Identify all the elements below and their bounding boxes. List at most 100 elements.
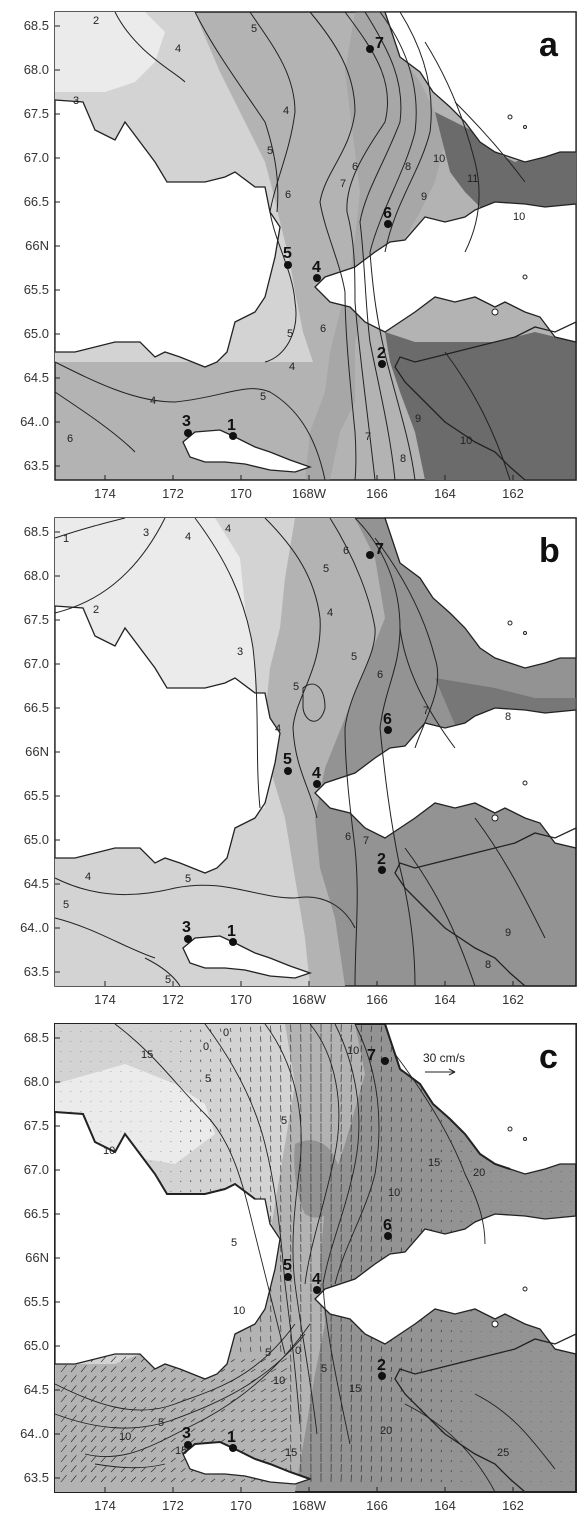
station-label: 7: [367, 1047, 376, 1064]
station-label: 5: [283, 751, 292, 768]
contour-label: 6: [320, 323, 326, 335]
lat-tick-label: 68.5: [24, 524, 49, 539]
lat-tick-label: 64.5: [24, 876, 49, 891]
lat-tick-label: 67.5: [24, 1118, 49, 1133]
contour-label: 10: [103, 1145, 115, 1157]
lon-tick-label: 174: [94, 486, 116, 501]
lat-tick-label: 67.0: [24, 656, 49, 671]
lon-tick-label: 170: [230, 486, 252, 501]
contour-label: 5: [267, 145, 273, 157]
contour-label: 5: [185, 873, 191, 885]
contour-label: 15: [349, 1383, 361, 1395]
station-marker[interactable]: [366, 45, 374, 53]
contour-label: 6: [352, 161, 358, 173]
lat-tick-label: 64.5: [24, 1382, 49, 1397]
station-label: 6: [383, 1217, 392, 1234]
lon-tick-label: 166: [366, 992, 388, 1007]
panel-label: c: [539, 1038, 558, 1076]
lat-tick-label: 66N: [25, 238, 49, 253]
station-label: 3: [182, 919, 191, 936]
station-label: 4: [312, 765, 321, 782]
contour-label: 4: [275, 723, 281, 735]
contour-label: 20: [473, 1167, 485, 1179]
lon-tick-label: 170: [230, 1498, 252, 1513]
contour-label: 5: [293, 681, 299, 693]
contour-label: 9: [421, 191, 427, 203]
contour-label: 10: [273, 1375, 285, 1387]
panel-a: 2 3 4 4 5 5 6 6 7 8 9 10 11 10 4 5 5 6 7…: [55, 12, 576, 480]
station-marker[interactable]: [284, 767, 292, 775]
lat-tick-label: 65.0: [24, 1338, 49, 1353]
contour-label: 2: [93, 604, 99, 616]
contour-label: 9: [415, 413, 421, 425]
lat-tick-label: 66N: [25, 744, 49, 759]
contour-label: 4: [150, 395, 156, 407]
contour-label: 4: [175, 43, 181, 55]
lon-tick-label: 162: [502, 1498, 524, 1513]
contour-label: 11: [467, 173, 478, 185]
contour-label: 20: [380, 1425, 392, 1437]
lat-tick-label: 64..0: [20, 920, 49, 935]
lon-tick-label: 164: [434, 486, 456, 501]
station-label: 2: [377, 345, 386, 362]
lon-tick-label: 162: [502, 992, 524, 1007]
station-marker[interactable]: [184, 1441, 192, 1449]
lat-tick-label: 68.0: [24, 568, 49, 583]
lat-tick-label: 67.0: [24, 150, 49, 165]
contour-label: 8: [405, 161, 411, 173]
contour-label: 6: [343, 545, 349, 557]
contour-label: 5: [265, 1347, 271, 1359]
contour-label: 15: [285, 1447, 297, 1459]
contour-label: 15: [141, 1049, 153, 1061]
lat-tick-label: 64..0: [20, 414, 49, 429]
contour-label: 7: [365, 431, 371, 443]
contour-label: 3: [143, 527, 149, 539]
lat-tick-label: 68.5: [24, 1030, 49, 1045]
station-label: 4: [312, 1271, 321, 1288]
station-marker[interactable]: [284, 1273, 292, 1281]
contour-label: 4: [225, 523, 231, 535]
contour-label: 6: [285, 189, 291, 201]
lat-tick-label: 68.0: [24, 62, 49, 77]
lat-tick-label: 65.5: [24, 282, 49, 297]
lat-tick-label: 64.5: [24, 370, 49, 385]
contour-label: 4: [289, 361, 295, 373]
lat-tick-label: 65.5: [24, 788, 49, 803]
station-label: 2: [377, 851, 386, 868]
lon-tick-label: 166: [366, 486, 388, 501]
contour-label: 4: [283, 105, 289, 117]
lon-tick-label: 168W: [292, 1498, 327, 1513]
contour-label: 8: [485, 959, 491, 971]
contour-label: 5: [321, 1363, 327, 1375]
contour-label: 2: [93, 15, 99, 27]
lat-tick-label: 63.5: [24, 458, 49, 473]
lat-tick-label: 66.5: [24, 194, 49, 209]
station-label: 3: [182, 1425, 191, 1442]
station-marker[interactable]: [381, 1057, 389, 1065]
station-marker[interactable]: [184, 429, 192, 437]
station-marker[interactable]: [366, 551, 374, 559]
station-label: 5: [283, 1257, 292, 1274]
station-marker[interactable]: [284, 261, 292, 269]
lat-tick-label: 65.0: [24, 832, 49, 847]
contour-label: 5: [351, 651, 357, 663]
contour-label: 8: [400, 453, 406, 465]
lat-tick-label: 66N: [25, 1250, 49, 1265]
contour-label: 5: [281, 1115, 287, 1127]
station-marker[interactable]: [184, 935, 192, 943]
lon-tick-label: 172: [162, 1498, 184, 1513]
lat-tick-label: 66.5: [24, 700, 49, 715]
station-label: 1: [227, 417, 236, 434]
lon-tick-label: 164: [434, 992, 456, 1007]
scale-label: 30 cm/s: [423, 1051, 465, 1065]
contour-label: 5: [260, 391, 266, 403]
contour-label: 3: [73, 95, 79, 107]
lon-tick-label: 168W: [292, 992, 327, 1007]
lat-tick-label: 64..0: [20, 1426, 49, 1441]
lon-tick-label: 172: [162, 486, 184, 501]
contour-label: 4: [185, 531, 191, 543]
contour-label: 7: [340, 178, 346, 190]
station-label: 6: [383, 205, 392, 222]
contour-label: 10: [233, 1305, 245, 1317]
